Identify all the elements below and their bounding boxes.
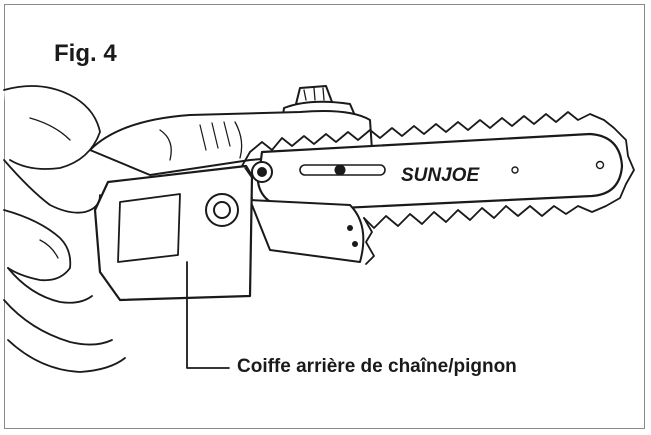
rear-sprocket-cover <box>93 164 254 302</box>
callout-leader-line <box>186 261 230 369</box>
sprocket-nut <box>251 161 273 183</box>
callout-label: Coiffe arrière de chaîne/pignon <box>237 356 517 377</box>
chain-bar <box>256 132 624 212</box>
motor-housing <box>89 110 373 176</box>
bar-brand-text: SUNJOE <box>401 165 480 186</box>
rear-body <box>249 199 365 263</box>
figure-label: Fig. 4 <box>54 40 117 67</box>
